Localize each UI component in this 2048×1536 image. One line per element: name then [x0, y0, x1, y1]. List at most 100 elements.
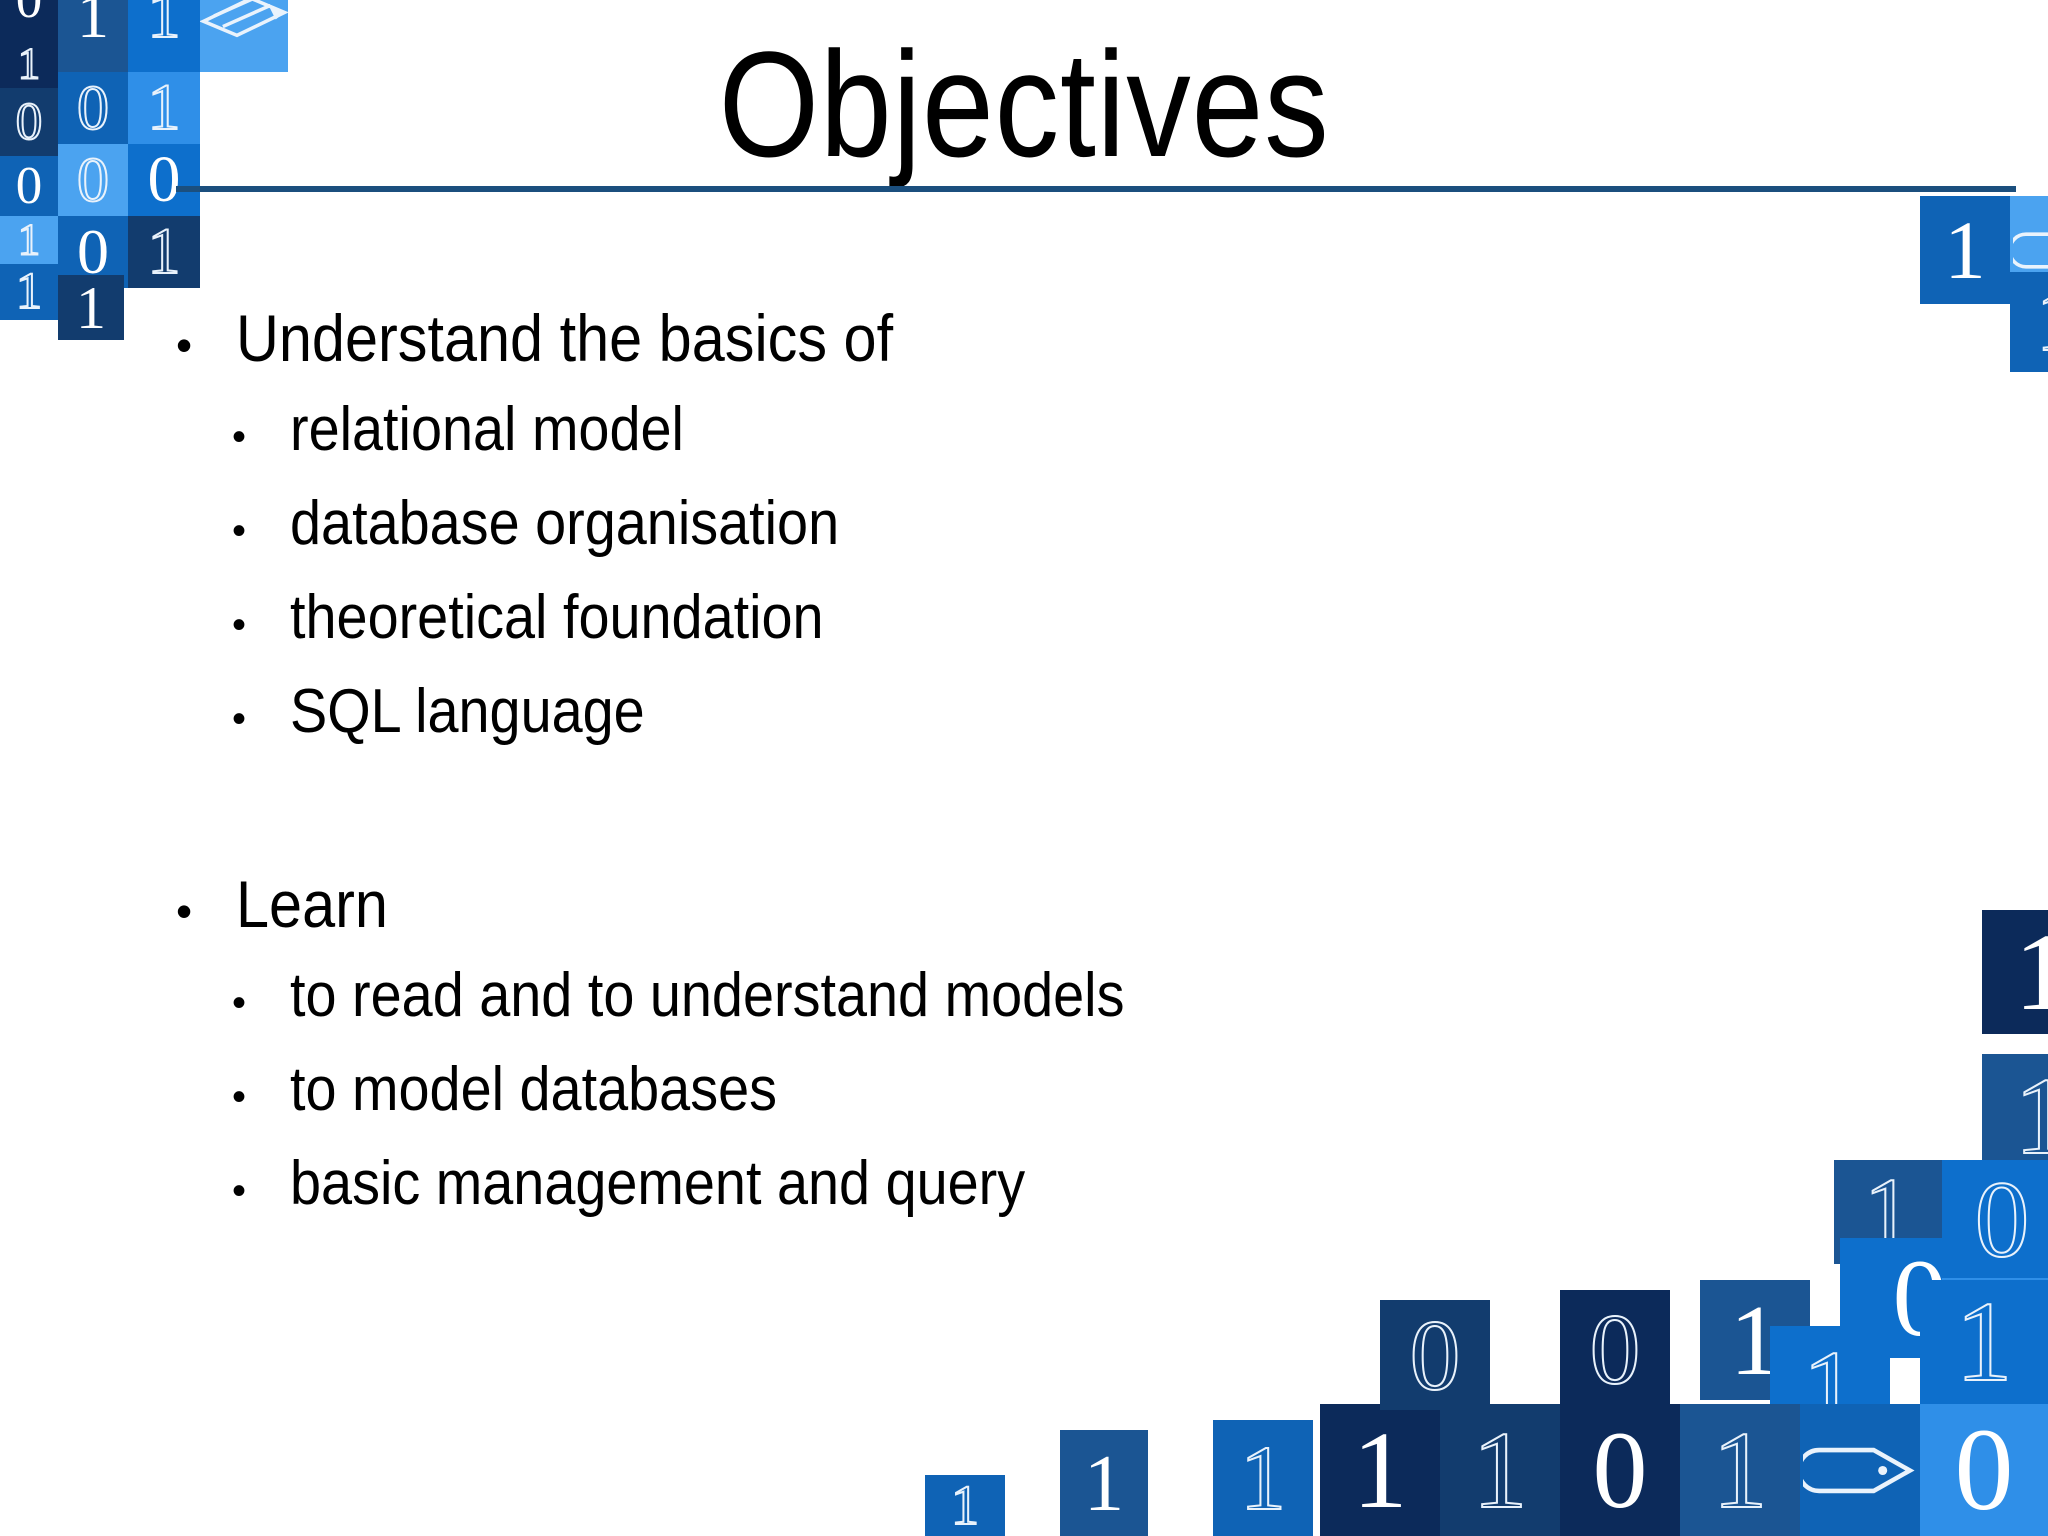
mosaic-tile: 0 — [1942, 1278, 2048, 1396]
binary-digit-glyph: 1 — [1729, 1283, 1781, 1396]
binary-digit-glyph: 0 — [16, 0, 43, 27]
binary-digit-glyph: 0 — [76, 72, 110, 143]
mosaic-tile: 1 — [1680, 1404, 1800, 1536]
mosaic-tile: 0 — [1840, 1238, 2000, 1358]
mosaic-tile: 0 — [128, 144, 200, 216]
bullet-text: Understand the basics of — [236, 301, 894, 375]
title-divider-rule — [176, 186, 2016, 192]
mosaic-tile: 1 — [2010, 272, 2048, 372]
mosaic-tile: 0 — [1942, 1160, 2048, 1278]
bullet-marker-icon: • — [232, 603, 247, 647]
bullet-marker-icon: • — [176, 885, 193, 937]
binary-digit-glyph: 1 — [2014, 911, 2048, 1033]
mosaic-tile: 0 — [0, 88, 58, 156]
bullet-marker-icon: • — [232, 509, 247, 553]
binary-digit-glyph: 1 — [1083, 1437, 1125, 1528]
bullet-marker-icon: • — [232, 1075, 247, 1119]
mosaic-tile: 1 — [0, 40, 58, 88]
page-title: Objectives — [718, 20, 1330, 188]
binary-digit-glyph: 1 — [1955, 1280, 2014, 1404]
binary-digit-glyph: 0 — [147, 144, 181, 216]
binary-digit-glyph: 0 — [1892, 1238, 1948, 1358]
mosaic-tile: 1 — [58, 0, 128, 72]
mosaic-tile: 0 — [1920, 1404, 2048, 1536]
binary-digit-glyph: 0 — [15, 92, 43, 151]
mosaic-tile: 1 — [0, 216, 58, 264]
bullet-text: relational model — [290, 395, 684, 464]
mosaic-tile: 1 — [1920, 196, 2010, 304]
mosaic-tile: 1 — [925, 1475, 1005, 1536]
mosaic-tile: 1 — [1060, 1430, 1148, 1536]
mosaic-tile — [2010, 196, 2048, 304]
bullet-marker-icon: • — [232, 981, 247, 1025]
bullet-item-level-2: • database organisation — [170, 488, 1670, 582]
pen-nib-icon — [1803, 1447, 1915, 1493]
binary-digit-glyph: 1 — [15, 264, 43, 320]
binary-digit-glyph: 1 — [1712, 1409, 1769, 1531]
bullet-text: to read and to understand models — [290, 961, 1125, 1030]
bullet-text: Learn — [236, 867, 388, 941]
binary-digit-glyph: 1 — [147, 0, 182, 52]
mosaic-tile: 1 — [1982, 1054, 2048, 1178]
pencil-icon — [200, 0, 288, 38]
binary-digit-glyph: 0 — [15, 156, 43, 215]
bullet-marker-icon: • — [232, 1169, 247, 1213]
mosaic-tile — [1800, 1404, 1920, 1536]
mosaic-tile: 1 — [128, 0, 200, 72]
bullet-item-level-1: • Understand the basics of — [170, 300, 1670, 394]
bullet-item-level-2: • theoretical foundation — [170, 582, 1670, 676]
mosaic-tile: 0 — [58, 72, 128, 144]
binary-digit-glyph: 1 — [1472, 1409, 1529, 1531]
bullet-item-level-2: • to model databases — [170, 1054, 1670, 1148]
mosaic-tile: 0 — [1560, 1290, 1670, 1408]
binary-digit-glyph: 0 — [1592, 1409, 1648, 1531]
binary-digit-glyph: 1 — [2014, 1055, 2048, 1177]
bullet-spacer — [170, 770, 1670, 866]
mosaic-tile: 0 — [58, 216, 128, 288]
binary-digit-glyph: 0 — [1409, 1300, 1461, 1410]
title-area: Objectives — [0, 14, 2048, 194]
mosaic-tile: 1 — [1440, 1404, 1560, 1536]
bullet-item-level-2: • SQL language — [170, 676, 1670, 770]
bullet-marker-icon: • — [232, 697, 247, 741]
binary-digit-glyph: 0 — [1954, 1404, 2014, 1535]
bullet-item-level-2: • relational model — [170, 394, 1670, 488]
binary-digit-glyph: 1 — [77, 0, 109, 51]
binary-digit-glyph: 1 — [950, 1475, 980, 1536]
binary-digit-glyph: 0 — [1974, 1160, 2030, 1278]
mosaic-tile — [200, 0, 288, 72]
binary-digit-glyph: 1 — [147, 216, 182, 288]
binary-digit-glyph: 1 — [17, 216, 41, 264]
binary-digit-glyph: 1 — [17, 40, 41, 88]
mosaic-tile: 0 — [1560, 1404, 1680, 1536]
mosaic-tile: 0 — [58, 144, 128, 216]
bullet-text: database organisation — [290, 489, 840, 558]
mosaic-tile: 1 — [1213, 1420, 1313, 1536]
binary-digit-glyph: 1 — [1239, 1427, 1287, 1529]
mosaic-tile: 0 — [1380, 1300, 1490, 1410]
bullet-marker-icon: • — [176, 319, 193, 371]
bullet-marker-icon: • — [232, 415, 247, 459]
binary-digit-glyph: 1 — [2035, 277, 2048, 367]
bullet-text: basic management and query — [290, 1149, 1026, 1218]
bullet-item-level-2: • to read and to understand models — [170, 960, 1670, 1054]
binary-digit-glyph: 1 — [1352, 1409, 1408, 1531]
bullet-text: to model databases — [290, 1055, 778, 1124]
bullet-item-level-1: • Learn — [170, 866, 1670, 960]
bullet-text: SQL language — [290, 677, 645, 746]
mosaic-tile: 1 — [1920, 1280, 2048, 1404]
binary-digit-glyph: 0 — [76, 144, 110, 215]
binary-digit-glyph: 1 — [1944, 203, 1986, 296]
mosaic-tile: 1 — [0, 264, 58, 320]
mosaic-tile: 1 — [1700, 1280, 1810, 1400]
bullet-item-level-2: • basic management and query — [170, 1148, 1670, 1242]
mosaic-tile: 0 — [0, 0, 58, 40]
mosaic-tile: 0 — [0, 156, 58, 216]
binary-digit-glyph: 0 — [77, 216, 109, 287]
pen-nib-icon — [2012, 231, 2048, 269]
mosaic-tile: 1 — [1320, 1404, 1440, 1536]
mosaic-tile: 1 — [128, 216, 200, 288]
bullet-text: theoretical foundation — [290, 583, 824, 652]
mosaic-tile: 1 — [58, 275, 124, 340]
